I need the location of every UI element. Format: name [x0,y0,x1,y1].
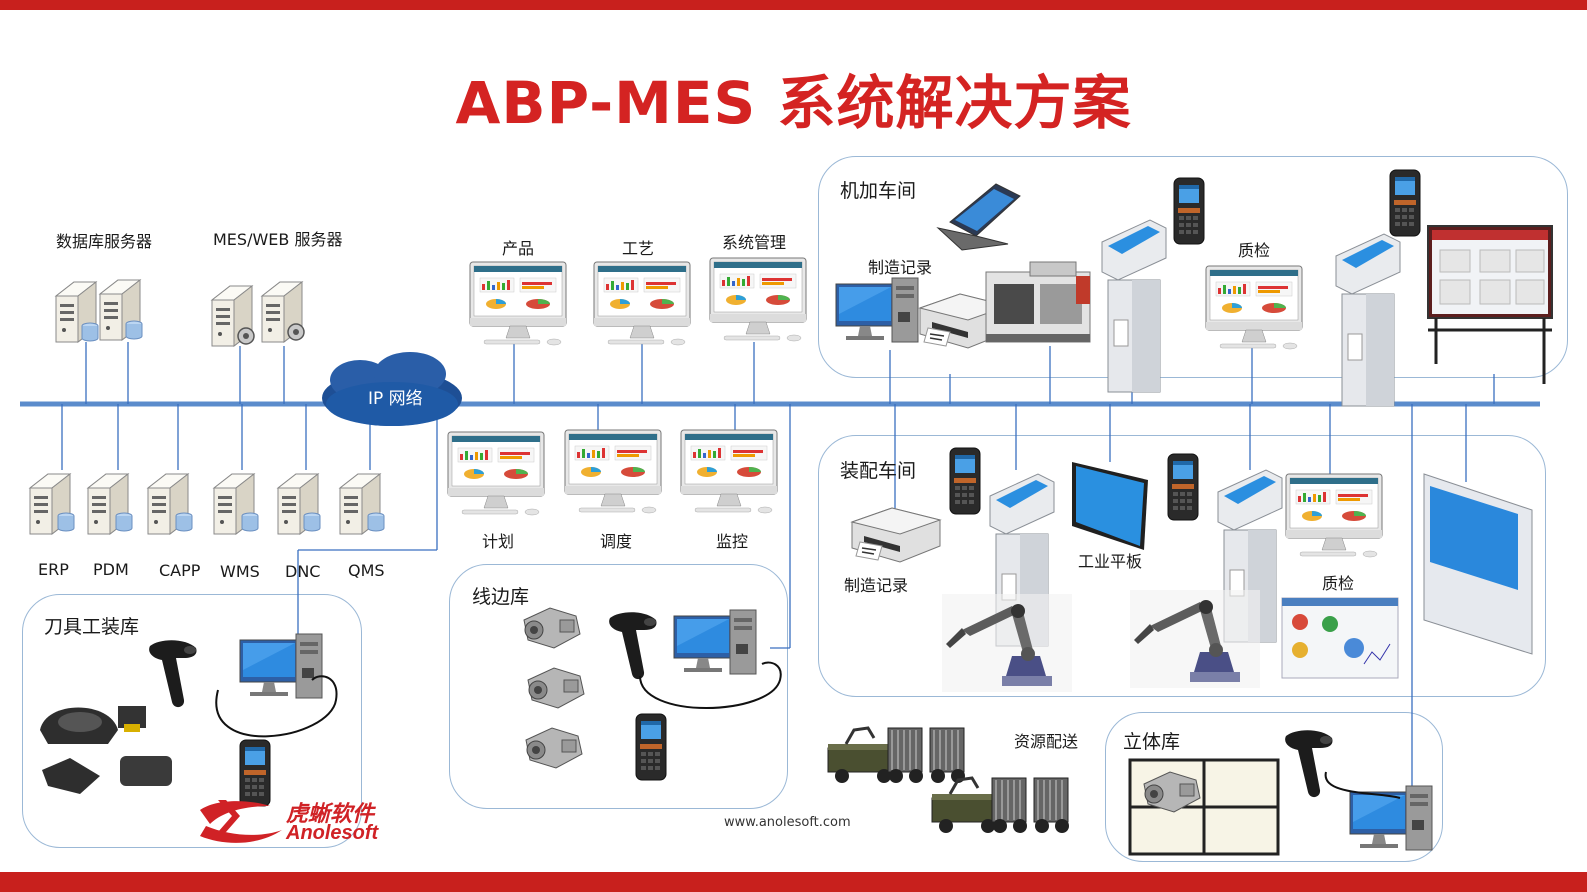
cloud-icon [322,352,462,426]
delivery-label: 资源配送 [1014,732,1079,751]
workstation-label-admin: 系统管理 [722,233,787,252]
db-server-label: 数据库服务器 [56,232,153,251]
zone-assembly [818,435,1546,697]
website-link[interactable]: www.anolesoft.com [724,815,851,830]
screen-kiosk-icon [1423,473,1533,655]
workstation-label-dispatch: 调度 [600,532,633,551]
system-label-capp: CAPP [159,561,201,580]
system-label-qms: QMS [348,561,385,580]
zone-warehouse-title: 立体库 [1123,731,1181,753]
network-label: IP 网络 [368,389,423,409]
assembly-tablet-label: 工业平板 [1078,552,1143,571]
workstation-label-process: 工艺 [622,239,655,258]
assembly-qc-label: 质检 [1322,574,1355,593]
workstation-label-product: 产品 [502,239,535,258]
system-label-wms: WMS [220,562,260,581]
page-title: ABP-MES 系统解决方案 [455,69,1132,137]
machining-qc-label: 质检 [1238,241,1271,260]
web-server-icon [211,281,305,347]
board-icon [1427,225,1553,384]
zone-lineside [449,564,788,809]
zone-tooling-title: 刀具工装库 [44,616,140,638]
system-label-dnc: DNC [285,562,321,581]
bottom-red-bar [0,872,1587,892]
system-servers [29,473,385,535]
workstation-label-monitor: 监控 [716,532,749,551]
laptop-icon [936,183,1021,251]
db-server-icon [55,279,143,343]
assembly-record-label: 制造记录 [844,576,909,595]
cnc-machine-icon [985,261,1091,343]
zone-lineside-title: 线边库 [472,586,530,608]
logo-cn-text: 虎蜥软件 [286,802,375,827]
top-red-bar [0,0,1587,10]
zone-assembly-title: 装配车间 [840,460,917,482]
qc-dashboard-icon [1281,597,1399,679]
zone-machining-title: 机加车间 [840,180,917,202]
shelf-icon [1128,758,1280,856]
system-label-pdm: PDM [93,560,129,579]
zone-machining [818,156,1568,378]
tools-icon [40,706,172,794]
system-label-erp: ERP [38,560,69,579]
zone-warehouse [1105,712,1443,862]
machining-record-label: 制造记录 [868,258,933,277]
logo-icon [200,800,282,843]
web-server-label: MES/WEB 服务器 [213,230,343,249]
zone-tooling [22,594,362,848]
logo-en-text: Anolesoft [286,822,379,844]
tablet-icon [1072,462,1148,550]
workstation-label-plan: 计划 [482,532,515,551]
